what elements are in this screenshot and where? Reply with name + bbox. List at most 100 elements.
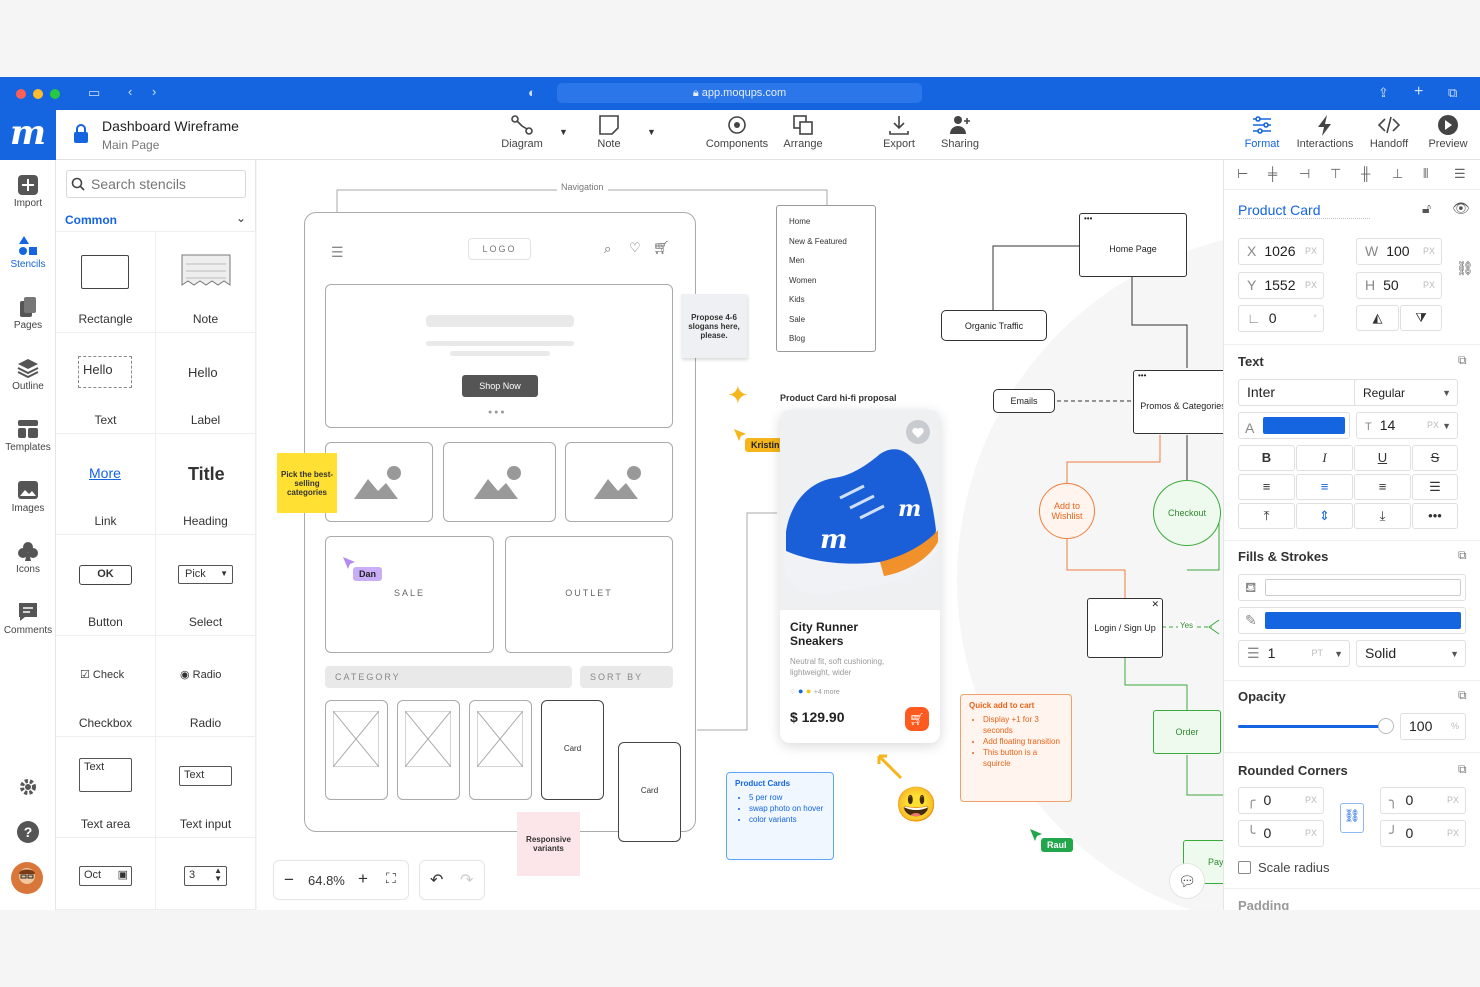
link-proportions-icon[interactable]: ⛓︎ <box>1456 260 1474 276</box>
note-tool[interactable]: Note <box>574 114 644 150</box>
sticky-note-categories[interactable]: Pick the best-selling categories <box>277 453 337 513</box>
fit-screen-icon[interactable]: ⛶ <box>386 870 396 886</box>
nav-icons[interactable]: Icons <box>0 541 56 575</box>
flow-login-signup[interactable]: Login / Sign Up✕ <box>1087 598 1163 658</box>
product-card[interactable]: m m City Runner Sneakers Neutral fit, so… <box>780 410 940 743</box>
handoff-tab[interactable]: Handoff <box>1354 114 1424 150</box>
valign-bottom-button[interactable]: ⤓ <box>1354 503 1411 529</box>
shop-now-button[interactable]: Shop Now <box>462 375 538 397</box>
align-bottom-icon[interactable]: ⊥ <box>1392 166 1404 181</box>
nav-pages[interactable]: Pages <box>0 297 56 331</box>
flow-add-to-wishlist[interactable]: Add to Wishlist <box>1039 483 1095 539</box>
diagram-tool[interactable]: Diagram <box>487 114 557 150</box>
align-middle-icon[interactable]: ╫ <box>1361 166 1371 181</box>
back-icon[interactable]: ‹ <box>128 84 133 99</box>
opacity-slider-handle[interactable] <box>1378 718 1394 734</box>
distribute-horizontal-icon[interactable]: ⫴ <box>1423 166 1429 181</box>
align-right-icon[interactable]: ⊣ <box>1299 166 1311 181</box>
minimize-window-button[interactable] <box>33 89 43 99</box>
document-title[interactable]: Dashboard Wireframe <box>102 118 239 134</box>
nav-images[interactable]: Images <box>0 480 56 514</box>
visibility-eye-icon[interactable]: 👁︎ <box>1452 200 1470 216</box>
selected-element-name[interactable]: Product Card <box>1238 202 1371 219</box>
chat-comment-button[interactable]: 💬︎ <box>1169 863 1205 899</box>
link-corners-button[interactable]: ⛓︎ <box>1340 803 1364 833</box>
product-cards-annotation[interactable]: Product Cards 5 per row swap photo on ho… <box>726 772 834 860</box>
flow-organic-traffic[interactable]: Organic Traffic <box>941 310 1047 341</box>
carousel-dots[interactable]: ● ● ● <box>488 409 505 416</box>
navigation-menu[interactable]: Home New & Featured Men Women Kids Sale … <box>776 205 876 352</box>
stencil-select[interactable]: Pick▼Select <box>156 535 256 636</box>
export-tool[interactable]: Export <box>864 114 934 150</box>
menu-item[interactable]: Women <box>789 275 817 285</box>
nav-import[interactable]: Import <box>0 175 56 209</box>
user-avatar[interactable] <box>11 862 43 894</box>
moqups-logo[interactable]: m <box>0 110 56 160</box>
page-name[interactable]: Main Page <box>102 138 160 152</box>
stencil-number-stepper[interactable]: 3▲▼ <box>156 838 256 910</box>
font-family-select[interactable]: Inter▼ <box>1238 379 1372 406</box>
new-tab-icon[interactable]: + <box>1414 83 1424 100</box>
arrange-tool[interactable]: Arrange <box>768 114 838 150</box>
opacity-field[interactable]: 100% <box>1400 713 1466 740</box>
valign-middle-button[interactable]: ⇕ <box>1296 503 1353 529</box>
text-justify-button[interactable]: ☰ <box>1412 474 1458 500</box>
hamburger-menu-icon[interactable]: ☰ <box>331 244 344 260</box>
menu-item[interactable]: Sale <box>789 314 806 324</box>
stroke-style-select[interactable]: Solid▼ <box>1356 640 1466 667</box>
nav-outline[interactable]: Outline <box>0 358 56 392</box>
stroke-color-picker[interactable]: ✎ <box>1238 607 1466 634</box>
maximize-window-button[interactable] <box>50 89 60 99</box>
flow-promos-categories[interactable]: •••Promos & Categories <box>1133 370 1223 434</box>
text-align-left-button[interactable]: ≡ <box>1238 474 1295 500</box>
valign-top-button[interactable]: ⤒ <box>1238 503 1295 529</box>
category-filter[interactable]: CATEGORY <box>325 666 572 688</box>
flow-home-page[interactable]: •••Home Page <box>1079 213 1187 277</box>
redo-icon[interactable]: ↷ <box>460 872 474 889</box>
settings-gear-icon[interactable] <box>17 776 39 798</box>
flip-vertical-button[interactable]: ⧩ <box>1400 305 1442 331</box>
help-icon[interactable]: ? <box>16 820 40 844</box>
strikethrough-button[interactable]: S <box>1412 445 1458 471</box>
underline-button[interactable]: U <box>1354 445 1411 471</box>
hero-banner[interactable]: Shop Now ● ● ● <box>325 284 673 428</box>
flip-horizontal-button[interactable]: ◭ <box>1356 305 1399 331</box>
undo-icon[interactable]: ↶ <box>430 872 444 889</box>
copy-style-icon[interactable]: ⧉ <box>1458 353 1467 367</box>
lock-icon[interactable] <box>72 124 90 144</box>
copy-style-icon[interactable]: ⧉ <box>1458 762 1467 776</box>
tabs-overview-icon[interactable]: ⧉ <box>1448 85 1458 100</box>
align-left-icon[interactable]: ⊢ <box>1237 166 1249 181</box>
menu-item[interactable]: Blog <box>789 334 806 343</box>
format-tab[interactable]: Format <box>1227 114 1297 162</box>
copy-style-icon[interactable]: ⧉ <box>1458 688 1467 702</box>
scale-radius-checkbox[interactable] <box>1238 861 1251 874</box>
category-selector[interactable]: Common⌄ <box>56 208 256 232</box>
search-stencils-input[interactable]: Search stencils <box>66 170 246 198</box>
align-top-icon[interactable]: ⊤ <box>1330 166 1342 181</box>
nav-templates[interactable]: Templates <box>0 419 56 453</box>
flow-order[interactable]: Order <box>1153 710 1221 754</box>
text-color-picker[interactable]: A <box>1238 412 1350 439</box>
italic-button[interactable]: I <box>1296 445 1353 471</box>
font-weight-select[interactable]: Regular▼ <box>1354 379 1458 406</box>
preview-tab[interactable]: Preview <box>1413 114 1480 150</box>
